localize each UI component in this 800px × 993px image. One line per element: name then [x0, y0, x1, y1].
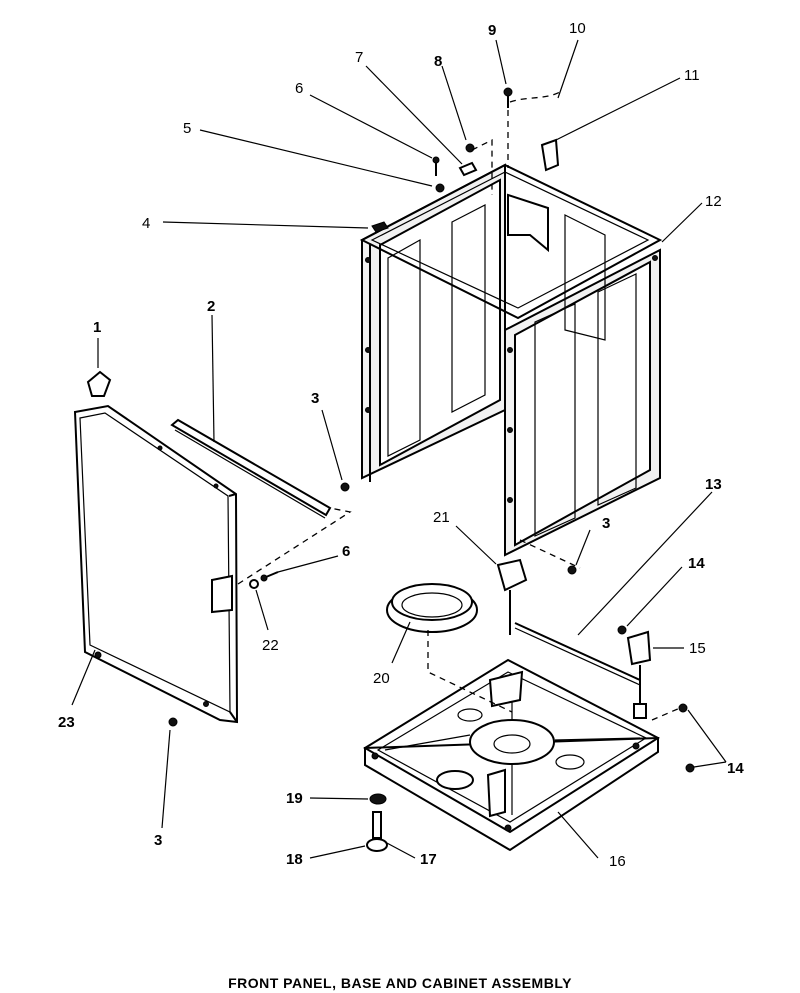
callout-3-cabinet: 3 [311, 390, 319, 407]
callout-6-mid: 6 [342, 543, 350, 560]
base-assembly [363, 658, 661, 852]
callout-labels: 1 2 3 4 5 6 7 8 9 10 11 12 13 14 15 16 1… [58, 20, 744, 870]
part-20-ring [386, 583, 478, 633]
callout-3-panel: 3 [154, 832, 162, 849]
part-2-rail [170, 418, 332, 519]
part-21-bracket [496, 558, 528, 635]
assembly-guide-lines [237, 110, 681, 721]
callout-7: 7 [355, 49, 363, 66]
callout-21: 21 [433, 509, 450, 526]
callout-8: 8 [434, 53, 442, 70]
part-15-bracket [626, 630, 652, 719]
callout-17: 17 [420, 851, 437, 868]
front-panel [73, 404, 239, 724]
callout-15: 15 [689, 640, 706, 657]
callout-19: 19 [286, 790, 303, 807]
callout-14-top: 14 [688, 555, 705, 572]
callout-22: 22 [262, 637, 279, 654]
diagram-caption: FRONT PANEL, BASE AND CABINET ASSEMBLY [228, 975, 572, 991]
leader-lines [71, 39, 727, 859]
hardware [168, 87, 695, 852]
cabinet-assembly [359, 163, 663, 557]
callout-3-side: 3 [602, 515, 610, 532]
callout-12: 12 [705, 193, 722, 210]
callout-23: 23 [58, 714, 75, 731]
callout-5: 5 [183, 120, 191, 137]
callout-18: 18 [286, 851, 303, 868]
callout-10: 10 [569, 20, 586, 37]
callout-1: 1 [93, 319, 101, 336]
part-1-clip [86, 370, 112, 397]
callout-14-bottom: 14 [727, 760, 744, 777]
callout-11: 11 [684, 67, 700, 84]
callout-13: 13 [705, 476, 722, 493]
callout-16: 16 [609, 853, 626, 870]
callout-6-top: 6 [295, 80, 303, 97]
callout-2: 2 [207, 298, 215, 315]
callout-20: 20 [373, 670, 390, 687]
callout-4: 4 [142, 215, 150, 232]
part-13-rod [514, 622, 641, 686]
callout-9: 9 [488, 22, 496, 39]
